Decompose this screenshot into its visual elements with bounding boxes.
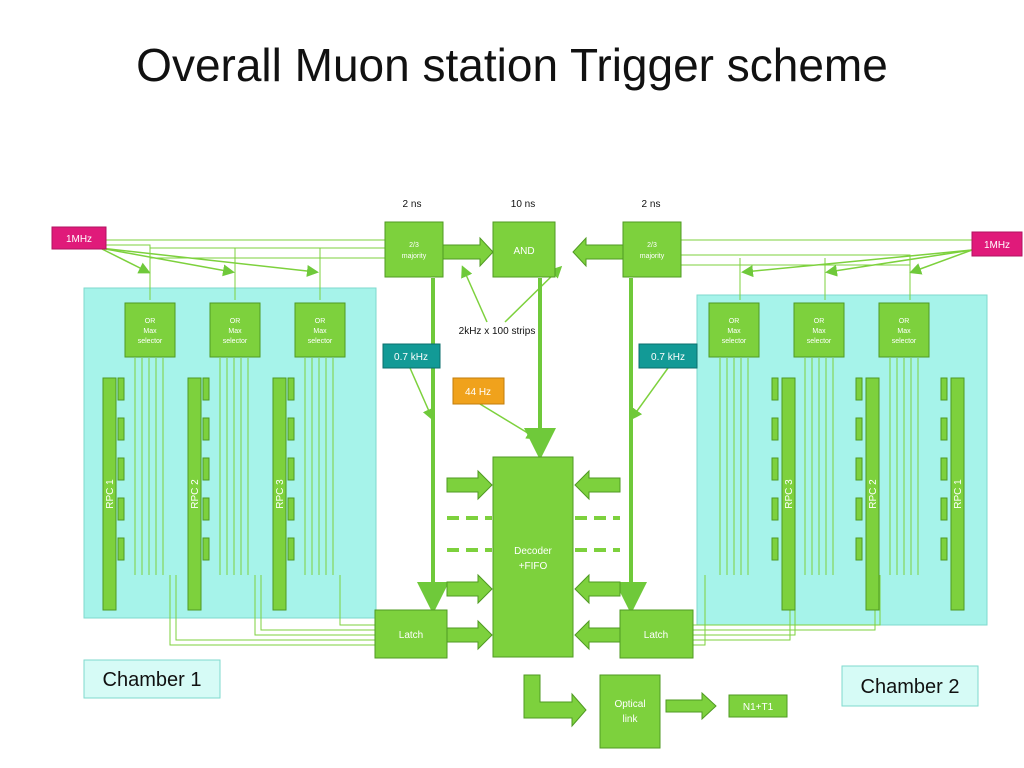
- timing-right: 2 ns: [642, 199, 661, 210]
- rpc-label-left-2: RPC 2: [190, 479, 201, 509]
- or-selector-left-1: OR Max selector: [138, 318, 163, 345]
- svg-text:OR: OR: [145, 318, 156, 325]
- svg-text:majority: majority: [640, 253, 665, 260]
- or-selector-left-3: OR Max selector: [308, 318, 333, 345]
- decoder-fifo: Decoder +FIFO: [514, 546, 552, 572]
- rpc-label-right-2: RPC 2: [868, 479, 879, 509]
- svg-text:majority: majority: [402, 253, 427, 260]
- svg-text:Max: Max: [143, 328, 157, 335]
- svg-text:Max: Max: [727, 328, 741, 335]
- svg-text:Max: Max: [228, 328, 242, 335]
- svg-text:selector: selector: [722, 338, 747, 345]
- rate-right-khz: 0.7 kHz: [651, 352, 685, 363]
- svg-text:2/3: 2/3: [409, 242, 419, 249]
- optical-link: Optical link: [614, 699, 645, 725]
- svg-text:Optical: Optical: [614, 699, 645, 710]
- chamber-1-label: Chamber 1: [103, 669, 202, 691]
- or-selector-right-3: OR Max selector: [892, 318, 917, 345]
- svg-text:OR: OR: [315, 318, 326, 325]
- slide-title: Overall Muon station Trigger scheme: [136, 39, 888, 91]
- svg-text:selector: selector: [223, 338, 248, 345]
- rate-left-1mhz: 1MHz: [66, 234, 92, 245]
- svg-text:OR: OR: [899, 318, 910, 325]
- svg-text:selector: selector: [807, 338, 832, 345]
- svg-text:OR: OR: [729, 318, 740, 325]
- rpc-label-left-3: RPC 3: [275, 479, 286, 509]
- timing-center: 10 ns: [511, 199, 535, 210]
- strips-rate-label: 2kHz x 100 strips: [459, 326, 536, 337]
- latch-left: Latch: [399, 630, 423, 641]
- rate-44hz: 44 Hz: [465, 387, 491, 398]
- timing-left: 2 ns: [403, 199, 422, 210]
- svg-text:selector: selector: [892, 338, 917, 345]
- svg-text:Max: Max: [897, 328, 911, 335]
- rate-right-1mhz: 1MHz: [984, 240, 1010, 251]
- svg-text:Decoder: Decoder: [514, 546, 552, 557]
- chamber-2-label: Chamber 2: [861, 676, 960, 698]
- latch-right: Latch: [644, 630, 668, 641]
- svg-text:link: link: [622, 714, 638, 725]
- svg-text:OR: OR: [814, 318, 825, 325]
- svg-text:Max: Max: [812, 328, 826, 335]
- majority-right: 2/3 majority: [640, 242, 665, 260]
- svg-text:+FIFO: +FIFO: [519, 561, 548, 572]
- rpc-label-right-3: RPC 3: [784, 479, 795, 509]
- or-selector-right-2: OR Max selector: [807, 318, 832, 345]
- rpc-label-right-1: RPC 1: [953, 479, 964, 509]
- rate-left-khz: 0.7 kHz: [394, 352, 428, 363]
- and-gate: AND: [513, 246, 534, 257]
- svg-text:Max: Max: [313, 328, 327, 335]
- svg-text:selector: selector: [138, 338, 163, 345]
- or-selector-left-2: OR Max selector: [223, 318, 248, 345]
- svg-text:selector: selector: [308, 338, 333, 345]
- majority-left: 2/3 majority: [402, 242, 427, 260]
- svg-text:2/3: 2/3: [647, 242, 657, 249]
- or-selector-right-1: OR Max selector: [722, 318, 747, 345]
- output-n1-t1: N1+T1: [743, 702, 774, 713]
- svg-text:OR: OR: [230, 318, 241, 325]
- rpc-label-left-1: RPC 1: [105, 479, 116, 509]
